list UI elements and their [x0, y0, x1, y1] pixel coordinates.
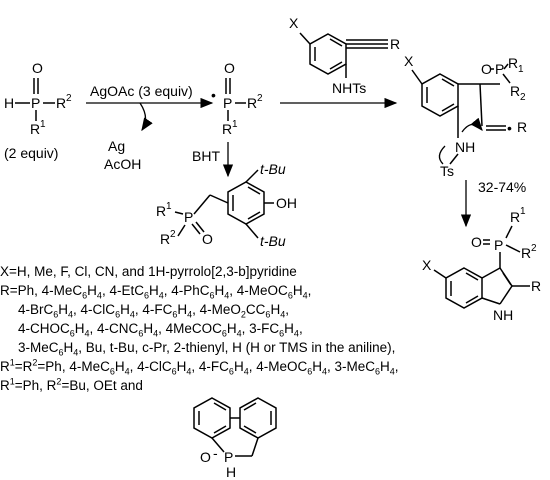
nh-label: NH — [455, 139, 475, 155]
atom-H: H — [226, 464, 236, 480]
superscript-1: 1 — [520, 206, 526, 217]
atom-R: R — [517, 119, 527, 135]
atom-P: P — [494, 237, 503, 253]
atom-R: R — [508, 55, 518, 71]
superscript-1: 1 — [232, 119, 238, 130]
r1r2-scope-2: R1=Ph, R2=Bu, OEt and — [0, 376, 143, 393]
bht-label: BHT — [192, 148, 220, 164]
r-scope-1: R=Ph, 4-MeC6H4, 4-EtC6H4, 4-PhC6H4, 4-Me… — [0, 283, 312, 301]
superscript-2: 2 — [170, 229, 176, 240]
atom-R: R — [390, 36, 400, 52]
atom-X: X — [404, 53, 414, 69]
atom-O: O — [200, 449, 211, 465]
atom-P: P — [224, 449, 233, 465]
superscript-2: 2 — [66, 93, 72, 104]
x-scope: X=H, Me, F, Cl, CN, and 1H-pyrrolo[2,3-b… — [0, 264, 297, 279]
byproduct-curved-arrow — [139, 102, 153, 132]
atom-R: R — [156, 203, 166, 219]
r-scope-2: 4-BrC6H4, 4-ClC6H4, 4-FC6H4, 4-MeO2CC6H4… — [18, 302, 289, 320]
cyclic-phosphine-oxide: P O - H — [193, 397, 277, 480]
r-scope-3: 4-CHOC6H4, 4-CNC6H4, 4MeCOC6H4, 3-FC6H4, — [18, 321, 303, 339]
ts-departure-arrow — [438, 145, 446, 165]
atom-O: O — [471, 234, 482, 250]
vinyl-radical-intermediate: X O P R 1 R 2 • R NH Ts — [404, 53, 527, 179]
byproduct-acoh: AcOH — [104, 156, 141, 172]
atom-O: O — [32, 60, 43, 76]
atom-P: P — [495, 61, 504, 77]
r-scope-4: 3-MeC6H4, Bu, t-Bu, c-Pr, 2-thienyl, H (… — [18, 340, 396, 358]
atom-R: R — [30, 121, 40, 137]
atom-H: H — [4, 95, 14, 111]
radical-dot: • — [211, 87, 216, 103]
bht-adduct: t-Bu OH t-Bu P R 1 R 2 O — [156, 161, 297, 249]
atom-X: X — [289, 15, 299, 31]
tbu-label: t-Bu — [260, 233, 286, 249]
substrate-scope: X=H, Me, F, Cl, CN, and 1H-pyrrolo[2,3-b… — [0, 262, 550, 395]
minus-sign: - — [213, 445, 218, 461]
atom-R: R — [247, 95, 257, 111]
atom-P: P — [223, 95, 232, 111]
nh-label: NH — [493, 307, 513, 323]
ts-label: Ts — [440, 163, 454, 179]
atom-R: R — [510, 209, 520, 225]
reagent-agoac: AgOAc (3 equiv) — [90, 83, 193, 99]
atom-R: R — [56, 95, 66, 111]
atom-P: P — [31, 95, 40, 111]
superscript-2: 2 — [257, 93, 263, 104]
atom-P: P — [184, 209, 193, 225]
superscript-2: 2 — [531, 243, 537, 254]
atom-R: R — [510, 83, 520, 99]
atom-R: R — [521, 245, 531, 261]
superscript-1: 1 — [40, 119, 46, 130]
atom-R: R — [222, 121, 232, 137]
tbu-label: t-Bu — [260, 161, 286, 177]
r1r2-scope-1: R1=R2=Ph, 4-MeC6H4, 4-ClC6H4, 4-FC6H4, 4… — [0, 357, 399, 377]
byproduct-ag: Ag — [108, 138, 125, 154]
oh-label: OH — [276, 195, 297, 211]
radical-dot: • — [507, 120, 512, 136]
cyclization-arrow — [461, 117, 483, 133]
subscript-1: 1 — [518, 64, 524, 75]
atom-O: O — [224, 60, 235, 76]
atom-O: O — [202, 231, 213, 247]
indole-product: NH R P O R 1 R 2 X — [422, 206, 541, 323]
atom-R: R — [531, 278, 541, 294]
atom-O: O — [481, 61, 492, 77]
atom-X: X — [422, 257, 432, 273]
atom-R: R — [160, 231, 170, 247]
phosphinoyl-radical: O • P R 2 R 1 — [211, 60, 263, 137]
equiv-label: (2 equiv) — [4, 145, 58, 161]
alkynyl-aniline-reagent: X R NHTs — [289, 15, 400, 96]
superscript-1: 1 — [166, 201, 172, 212]
nhts-label: NHTs — [332, 80, 366, 96]
yield-label: 32-74% — [478, 179, 526, 195]
phosphine-oxide-reagent: O H P R 2 R 1 (2 equiv) — [4, 60, 72, 161]
subscript-2: 2 — [520, 92, 526, 103]
